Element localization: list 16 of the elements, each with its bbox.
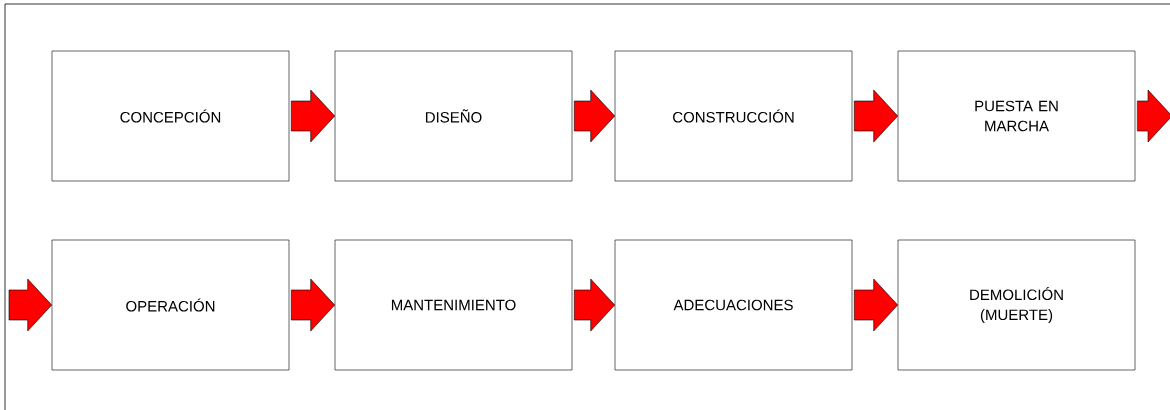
- stage-box: MANTENIMIENTO: [334, 239, 573, 371]
- stage-box: CONSTRUCCIÓN: [614, 50, 853, 182]
- stage-box: CONCEPCIÓN: [51, 50, 290, 182]
- block-arrow: [8, 278, 52, 332]
- stage-box: DISEÑO: [334, 50, 573, 182]
- stage-box: DEMOLICIÓN (MUERTE): [897, 239, 1136, 371]
- stage-box: ADECUACIONES: [614, 239, 853, 371]
- block-arrow: [291, 278, 335, 332]
- block-arrow: [291, 89, 335, 143]
- block-arrow: [854, 89, 898, 143]
- block-arrow: [1137, 89, 1170, 143]
- stage-box: OPERACIÓN: [51, 239, 290, 371]
- block-arrow: [574, 278, 615, 332]
- block-arrow: [574, 89, 615, 143]
- stage-box: PUESTA EN MARCHA: [897, 50, 1136, 182]
- block-arrow: [854, 278, 898, 332]
